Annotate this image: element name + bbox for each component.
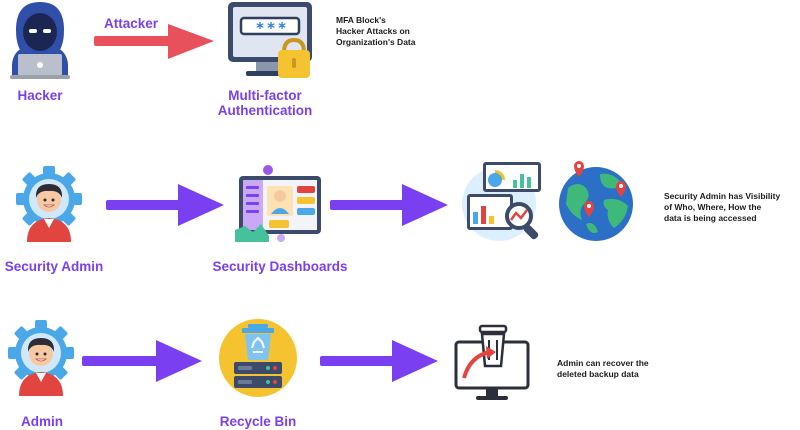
visibility-note-line2: of Who, Where, How the bbox=[664, 202, 762, 212]
mfa-monitor-lock-icon bbox=[228, 2, 312, 78]
analytics-magnifier-icon bbox=[462, 162, 541, 241]
security-dashboards-label: Security Dashboards bbox=[212, 259, 348, 274]
mfa-note-line2: Hacker Attacks on bbox=[336, 26, 410, 36]
flow-arrow-3-icon bbox=[82, 340, 202, 382]
attacker-arrow-label: Attacker bbox=[103, 16, 159, 31]
recycle-bin-label: Recycle Bin bbox=[219, 414, 297, 429]
security-admin-label: Security Admin bbox=[4, 259, 104, 274]
visibility-note-line3: data is being accessed bbox=[664, 213, 757, 223]
recycle-bin-server-icon bbox=[219, 319, 297, 397]
attack-arrow-icon bbox=[94, 24, 214, 59]
recover-note-line2: deleted backup data bbox=[557, 369, 639, 379]
admin-gear-avatar-icon bbox=[8, 320, 74, 396]
security-admin-gear-avatar-icon bbox=[16, 166, 82, 242]
password-mask: *** bbox=[255, 19, 289, 37]
globe-location-pins-icon bbox=[559, 160, 633, 241]
mfa-label-line1: Multi-factor bbox=[228, 88, 302, 103]
visibility-note-line1: Security Admin has Visibility bbox=[664, 191, 781, 201]
hacker-icon bbox=[10, 2, 70, 79]
flow-arrow-2-icon bbox=[330, 184, 448, 226]
security-dashboard-icon bbox=[235, 165, 321, 242]
hacker-label: Hacker bbox=[17, 88, 63, 103]
restore-backup-monitor-icon bbox=[454, 324, 530, 400]
mfa-label-line2: Authentication bbox=[217, 103, 313, 118]
recover-note-line1: Admin can recover the bbox=[557, 358, 649, 368]
flow-arrow-1-icon bbox=[106, 184, 224, 226]
admin-label: Admin bbox=[21, 414, 63, 429]
flow-arrow-4-icon bbox=[320, 340, 438, 382]
mfa-note-line3: Organization's Data bbox=[336, 37, 416, 47]
mfa-note-line1: MFA Block's bbox=[336, 15, 386, 25]
